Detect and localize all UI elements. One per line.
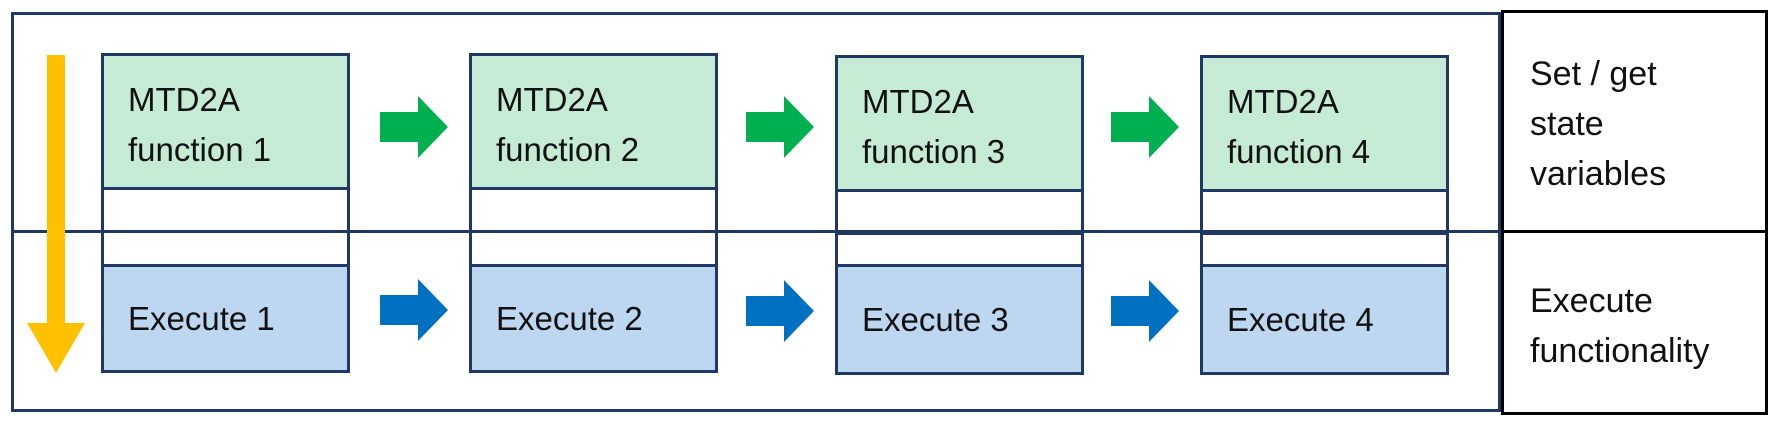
state-row-line (835, 232, 1084, 235)
flow-down-arrow-icon (27, 55, 85, 373)
function-name: function 3 (862, 133, 1006, 170)
function-label-2: MTD2A function 2 (496, 75, 639, 175)
function-box-4: MTD2A function 4 (1200, 55, 1449, 192)
label-line: variables (1530, 155, 1667, 193)
execute-label-1: Execute 1 (128, 300, 275, 337)
state-variables-label: Set / get state variables (1530, 49, 1666, 199)
execute-label-3: Execute 3 (862, 301, 1009, 338)
function-name: function 4 (1227, 133, 1371, 170)
blue-arrow-icon (1111, 280, 1179, 342)
green-arrow-icon (380, 96, 448, 158)
diagram-frame (11, 12, 1501, 412)
function-box-2: MTD2A function 2 (469, 53, 718, 190)
function-label-3: MTD2A function 3 (862, 77, 1005, 177)
function-box-1: MTD2A function 1 (101, 53, 350, 190)
execute-box-1: Execute 1 (101, 264, 350, 373)
column-outline (1200, 55, 1449, 375)
execute-label-2: Execute 2 (496, 300, 643, 337)
row-divider (11, 230, 1501, 233)
blue-arrow-icon (380, 279, 448, 341)
column-outline (835, 55, 1084, 375)
function-name: function 2 (496, 131, 640, 168)
label-line: Execute (1530, 282, 1653, 320)
blue-arrow-icon (746, 280, 814, 342)
state-variables-label-cell: Set / get state variables (1501, 10, 1768, 233)
state-row-line (469, 230, 718, 233)
function-title: MTD2A (128, 81, 240, 118)
function-box-3: MTD2A function 3 (835, 55, 1084, 192)
state-row-line (101, 230, 350, 233)
function-column-1: MTD2A function 1 Execute 1 (101, 53, 350, 373)
green-arrow-icon (1111, 96, 1179, 158)
green-arrow-icon (746, 96, 814, 158)
execute-box-4: Execute 4 (1200, 264, 1449, 375)
execute-box-2: Execute 2 (469, 264, 718, 373)
state-row-line (1200, 232, 1449, 235)
function-label-4: MTD2A function 4 (1227, 77, 1370, 177)
label-line: state (1530, 105, 1604, 143)
function-name: function 1 (128, 131, 272, 168)
function-title: MTD2A (496, 81, 608, 118)
function-column-2: MTD2A function 2 Execute 2 (469, 53, 718, 373)
function-column-4: MTD2A function 4 Execute 4 (1200, 55, 1449, 375)
execute-label-4: Execute 4 (1227, 301, 1374, 338)
function-title: MTD2A (862, 83, 974, 120)
column-outline (469, 53, 718, 373)
function-title: MTD2A (1227, 83, 1339, 120)
label-line: functionality (1530, 332, 1710, 370)
column-outline (101, 53, 350, 373)
function-column-3: MTD2A function 3 Execute 3 (835, 55, 1084, 375)
execute-functionality-label-cell: Execute functionality (1501, 230, 1768, 415)
label-line: Set / get (1530, 55, 1657, 93)
execute-box-3: Execute 3 (835, 264, 1084, 375)
function-label-1: MTD2A function 1 (128, 75, 271, 175)
execute-functionality-label: Execute functionality (1530, 276, 1710, 376)
